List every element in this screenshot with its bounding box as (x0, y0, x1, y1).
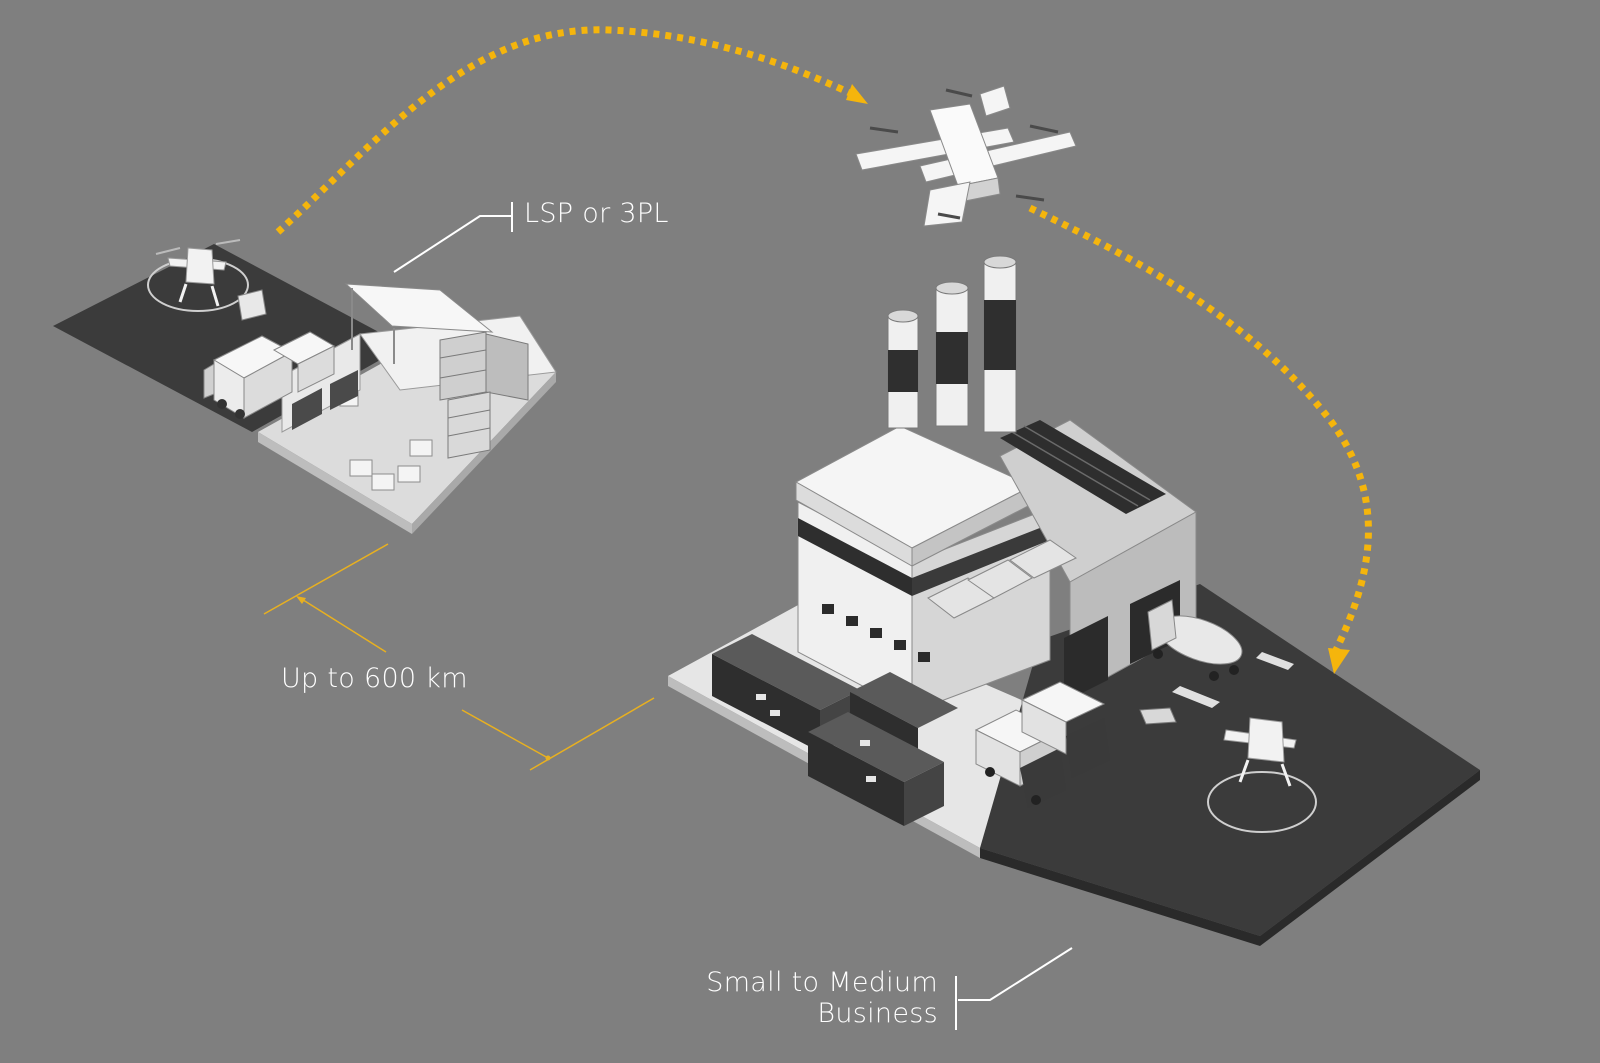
skylights (927, 539, 1077, 619)
truck-icon (203, 335, 294, 419)
parked-aircraft-icon (1223, 717, 1297, 787)
aircraft-icon (855, 85, 1077, 227)
parked-aircraft-icon (155, 239, 241, 307)
tanker-truck-icon (1147, 599, 1243, 681)
cart-icon (237, 289, 267, 321)
flight-path-inbound (1028, 204, 1372, 652)
warehouse-canopy (344, 283, 494, 333)
chimney-icon (983, 255, 1017, 433)
chimney-icon (887, 309, 919, 429)
arrow-icon (846, 84, 868, 104)
origin-label: LSP or 3PL (524, 198, 669, 229)
arrow-icon (296, 596, 306, 604)
range-dimension-line (263, 543, 655, 771)
helipad-icon (1207, 771, 1317, 833)
factory-site (668, 255, 1480, 946)
range-label: Up to 600 km (281, 663, 468, 694)
truck-icon (272, 331, 336, 393)
shelving-racks (439, 331, 529, 459)
container-icon (808, 712, 944, 826)
chimney-icon (935, 281, 969, 427)
origin-leader-line (393, 202, 513, 273)
roof-vent (1000, 420, 1166, 514)
destination-label: Small to Medium Business (640, 967, 938, 1029)
warehouse-site (53, 239, 557, 534)
destination-leader-line (955, 947, 1073, 1030)
destination-label-line1: Small to Medium (706, 967, 938, 998)
factory-windows (822, 604, 930, 662)
truck-icon (1020, 681, 1110, 778)
destination-label-line2: Business (817, 998, 938, 1029)
arrow-icon (1328, 648, 1350, 674)
cart-icon (1139, 707, 1177, 725)
loading-bay-door (1064, 616, 1108, 702)
range-endpoint-dot (545, 755, 551, 761)
